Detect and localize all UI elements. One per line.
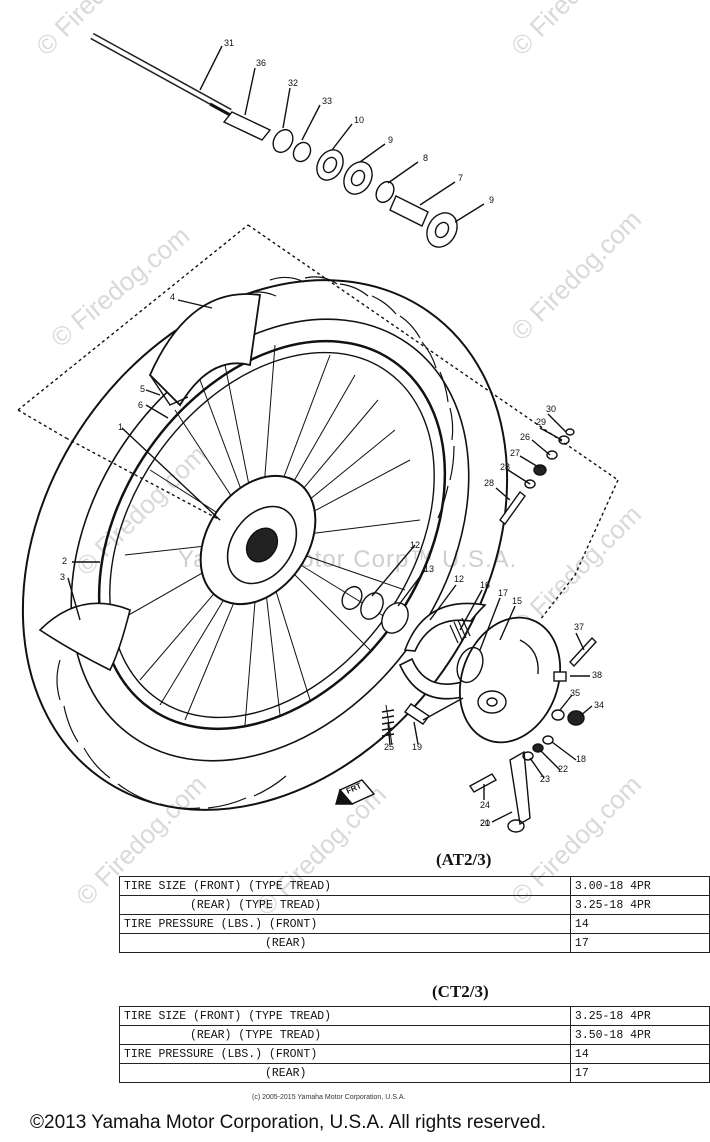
model-label-at: (AT2/3) [436,850,492,869]
spec-value: 14 [569,1044,710,1064]
part-number-callout: 16 [480,580,490,590]
part-number-callout: 35 [570,688,580,698]
part-number-callout: 15 [512,596,522,606]
part-number-callout: 12 [454,574,464,584]
table-row: (REAR) (TYPE TREAD)3.25-18 4PR [119,895,710,915]
part-number-callout: 32 [288,78,298,88]
part-number-callout: 2 [62,556,67,566]
spec-key: (REAR) (TYPE TREAD) [119,1025,571,1045]
part-number-callout: 26 [520,432,530,442]
part-number-callout: 19 [412,742,422,752]
part-number-callout: 17 [498,588,508,598]
part-number-callout: 24 [480,800,490,810]
part-number-callout: 4 [170,292,175,302]
part-number-callout: 12 [410,540,420,550]
part-number-callout: 10 [354,115,364,125]
part-number-callout: 6 [138,400,143,410]
part-number-callout: 21 [480,818,490,828]
part-number-callout: 31 [224,38,234,48]
spec-key: TIRE PRESSURE (LBS.) (FRONT) [119,1044,571,1064]
table-row: TIRE PRESSURE (LBS.) (FRONT)14 [119,1044,710,1064]
part-number-callout: 25 [384,742,394,752]
spec-value: 3.50-18 4PR [569,1025,710,1045]
part-number-callout: 22 [558,764,568,774]
table-row: (REAR) (TYPE TREAD)3.50-18 4PR [119,1025,710,1045]
part-number-callout: 20 [480,818,490,828]
part-number-callout: 9 [489,195,494,205]
table-row: (REAR)17 [119,1063,710,1083]
table-row: (REAR)17 [119,933,710,953]
table-row: TIRE SIZE (FRONT) (TYPE TREAD)3.00-18 4P… [119,876,710,896]
spec-value: 3.25-18 4PR [569,895,710,915]
part-number-callout: 7 [458,173,463,183]
spec-value: 3.00-18 4PR [569,876,710,896]
part-number-callout: 30 [546,404,556,414]
part-number-callout: 34 [594,700,604,710]
part-number-callout: 8 [423,153,428,163]
small-copyright: (c) 2005-2015 Yamaha Motor Corporation, … [252,1094,406,1101]
spec-table-at: TIRE SIZE (FRONT) (TYPE TREAD)3.00-18 4P… [119,876,710,953]
spec-key: (REAR) (TYPE TREAD) [119,895,571,915]
table-row: TIRE SIZE (FRONT) (TYPE TREAD)3.25-18 4P… [119,1006,710,1026]
spec-key: (REAR) [119,1063,571,1083]
part-number-callout: 13 [424,564,434,574]
part-number-callout: 28 [500,462,510,472]
part-number-callout: 36 [256,58,266,68]
part-number-callout: 29 [536,417,546,427]
part-number-callout: 27 [510,448,520,458]
spec-key: (REAR) [119,933,571,953]
part-number-callout: 33 [322,96,332,106]
part-number-callout: 3 [60,572,65,582]
part-number-callout: 5 [140,384,145,394]
part-number-callout: 18 [576,754,586,764]
part-number-callout: 23 [540,774,550,784]
spec-value: 17 [569,1063,710,1083]
part-number-callout: 37 [574,622,584,632]
spec-key: TIRE SIZE (FRONT) (TYPE TREAD) [119,876,571,896]
part-number-callout: 38 [592,670,602,680]
spec-table-ct: TIRE SIZE (FRONT) (TYPE TREAD)3.25-18 4P… [119,1006,710,1083]
table-row: TIRE PRESSURE (LBS.) (FRONT)14 [119,914,710,934]
spec-key: TIRE SIZE (FRONT) (TYPE TREAD) [119,1006,571,1026]
part-number-callout: 28 [484,478,494,488]
part-number-callout: 1 [118,422,123,432]
spec-value: 14 [569,914,710,934]
spec-value: 3.25-18 4PR [569,1006,710,1026]
footer-copyright: ©2013 Yamaha Motor Corporation, U.S.A. A… [30,1112,546,1133]
spec-key: TIRE PRESSURE (LBS.) (FRONT) [119,914,571,934]
wheel-exploded-diagram: 3136323310987945612312131216171537383534… [17,32,619,833]
spec-value: 17 [569,933,710,953]
part-number-callout: 9 [388,135,393,145]
model-label-ct: (CT2/3) [432,982,489,1001]
